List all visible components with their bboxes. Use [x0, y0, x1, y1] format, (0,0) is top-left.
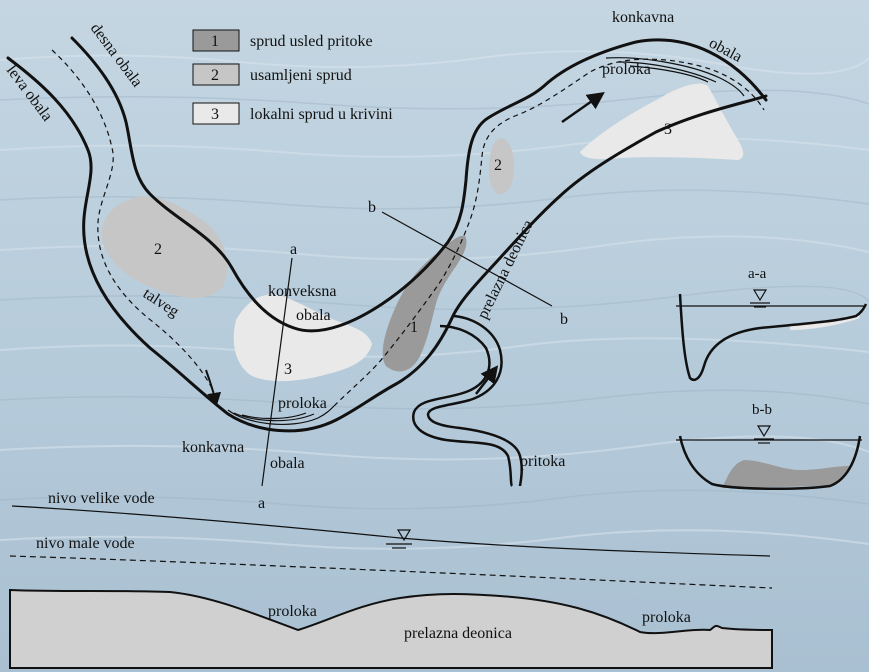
legend-label-3: lokalni sprud u krivini	[250, 106, 393, 123]
profile-pool-left-label: proloka	[268, 603, 317, 620]
section-bb-title: b-b	[752, 402, 772, 418]
bar1-label: 1	[410, 319, 418, 336]
legend-num-3: 3	[211, 106, 219, 123]
tributary-flow-arrow	[476, 368, 496, 394]
convex-label-2: obala	[296, 307, 331, 324]
section-b-right-label: b	[560, 311, 568, 328]
section-bb-bar	[722, 460, 850, 488]
bar2-right-label: 2	[494, 157, 502, 174]
section-a-bottom-label: a	[258, 495, 265, 512]
legend-item-1: 1 sprud usled pritoke	[193, 30, 373, 51]
bar3-right-label: 3	[664, 121, 672, 138]
low-water-label: nivo male vode	[36, 535, 135, 552]
pool-left-label: proloka	[278, 395, 327, 412]
convex-label-1: konveksna	[268, 283, 336, 300]
high-water-label: nivo velike vode	[48, 490, 155, 507]
bar3-left-label: 3	[284, 361, 292, 378]
right-bank-label: desna obala	[87, 20, 146, 90]
legend: 1 sprud usled pritoke 2 usamljeni sprud …	[193, 30, 393, 124]
point-bar-right	[580, 84, 743, 160]
section-a-top-label: a	[290, 241, 297, 258]
crossing-label: prelazna deonica	[474, 217, 537, 321]
concave-top-label-1: konkavna	[612, 9, 674, 26]
legend-num-2: 2	[211, 67, 219, 84]
bar2-left-label: 2	[154, 241, 162, 258]
legend-item-2: 2 usamljeni sprud	[193, 64, 352, 85]
section-b-left-label: b	[368, 199, 376, 216]
water-level-symbol-aa	[750, 290, 770, 307]
cross-section-aa: a-a	[676, 266, 866, 380]
flow-arrow-right	[562, 94, 602, 122]
section-aa-profile	[680, 294, 866, 380]
section-aa-title: a-a	[748, 266, 767, 282]
cross-section-bb: b-b	[676, 402, 862, 489]
pool-top-label: proloka	[602, 61, 651, 78]
profile-pool-right-label: proloka	[642, 609, 691, 626]
profile-crossing-label: prelazna deonica	[404, 625, 512, 642]
tributary-channel	[413, 326, 512, 486]
riverbed-profile	[10, 590, 772, 668]
concave-bottom-label-2: obala	[270, 455, 305, 472]
low-water-line	[10, 556, 772, 588]
tributary-channel-inner	[428, 316, 522, 486]
longitudinal-profile: nivo velike vode nivo male vode proloka …	[10, 490, 772, 668]
legend-label-1: sprud usled pritoke	[250, 33, 373, 50]
tributary-label: pritoka	[520, 453, 565, 470]
legend-num-1: 1	[211, 33, 219, 50]
concave-bottom-label-1: konkavna	[182, 439, 244, 456]
legend-label-2: usamljeni sprud	[250, 67, 352, 84]
isolated-bar-left	[102, 196, 227, 298]
legend-item-3: 3 lokalni sprud u krivini	[193, 103, 393, 124]
